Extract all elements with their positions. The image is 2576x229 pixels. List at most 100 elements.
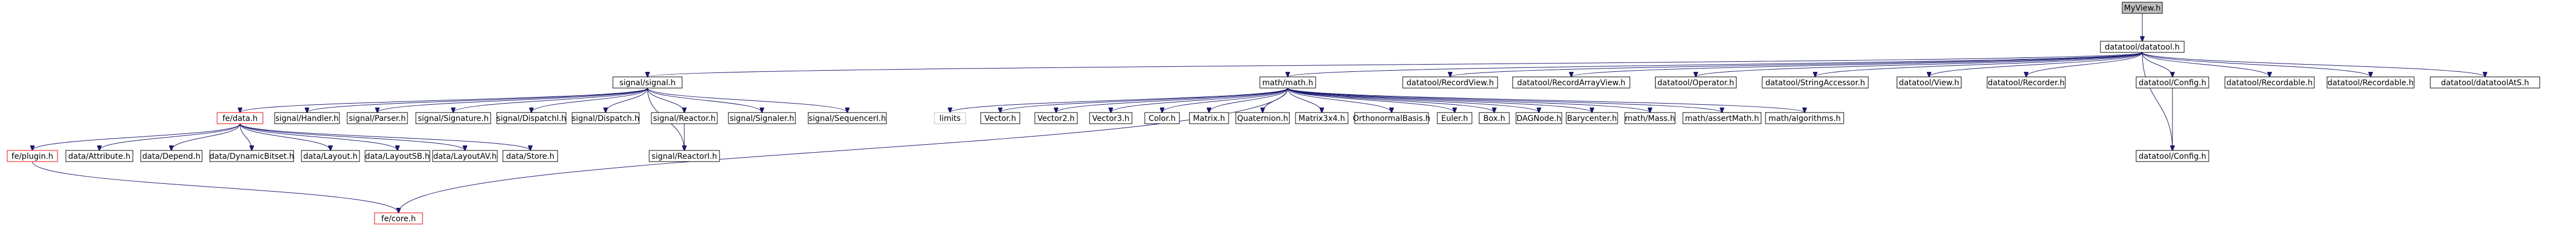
node-math[interactable]: math/math.h [1259, 76, 1316, 89]
node-reactori[interactable]: signal/ReactorI.h [649, 150, 720, 162]
node-box[interactable] [649, 150, 720, 162]
node-assertmath[interactable]: math/assertMath.h [1682, 112, 1762, 124]
node-sigsignature[interactable]: signal/Signature.h [415, 112, 491, 124]
node-ddynbitset[interactable]: data/DynamicBitset.h [209, 150, 294, 162]
node-box[interactable] [1089, 112, 1133, 124]
node-box[interactable] [1235, 112, 1290, 124]
node-mathmass[interactable]: math/Mass.h [1624, 112, 1676, 124]
node-box[interactable] [1144, 112, 1180, 124]
node-box[interactable] [651, 112, 718, 124]
node-box[interactable] [65, 150, 133, 162]
node-box[interactable] [2430, 76, 2540, 89]
node-box[interactable] [1762, 76, 1869, 89]
node-box[interactable] [209, 150, 294, 162]
node-dlayoutsb[interactable]: data/LayoutSB.h [364, 150, 430, 162]
node-box[interactable] [432, 150, 498, 162]
node-vector[interactable]: Vector.h [980, 112, 1020, 124]
node-box[interactable] [1624, 112, 1676, 124]
node-stringaccessor[interactable]: datatool/StringAccessor.h [1762, 76, 1869, 89]
node-fedata[interactable]: fe/data.h [217, 112, 263, 124]
node-box[interactable] [217, 112, 263, 124]
node-recordview[interactable]: datatool/RecordView.h [1402, 76, 1498, 89]
node-box[interactable] [274, 112, 340, 124]
node-box[interactable] [808, 112, 887, 124]
node-box[interactable] [1437, 112, 1472, 124]
node-dlayoutav[interactable]: data/LayoutAV.h [432, 150, 498, 162]
node-box[interactable] [1987, 76, 2066, 89]
node-box[interactable] [2224, 76, 2315, 89]
node-fecore[interactable]: fe/core.h [374, 212, 423, 225]
node-box[interactable] [612, 76, 683, 89]
node-datatoolats[interactable]: datatool/datatoolAtS.h [2430, 76, 2540, 89]
node-operator[interactable]: datatool/Operator.h [1655, 76, 1736, 89]
node-sighandler[interactable]: signal/Handler.h [274, 112, 340, 124]
node-recordable[interactable]: datatool/Recordable.h [2224, 76, 2315, 89]
node-box[interactable] [1515, 112, 1562, 124]
node-limits[interactable]: limits [934, 112, 966, 124]
node-dconfig2[interactable]: datatool/Config.h [2136, 150, 2209, 162]
node-box[interactable] [1655, 76, 1736, 89]
node-dview[interactable]: datatool/View.h [1897, 76, 1961, 89]
node-box[interactable] [374, 212, 423, 225]
node-box[interactable] [2136, 150, 2209, 162]
node-color[interactable]: Color.h [1144, 112, 1180, 124]
node-box[interactable] [301, 150, 360, 162]
node-box[interactable] [572, 112, 640, 124]
node-box[interactable] [1034, 112, 1078, 124]
node-box[interactable] [980, 112, 1020, 124]
node-recorder[interactable]: datatool/Recorder.h [1987, 76, 2066, 89]
node-box[interactable] [1566, 112, 1618, 124]
node-box[interactable] [502, 150, 558, 162]
node-box[interactable] [1402, 76, 1498, 89]
node-signalerh[interactable]: signal/Signaler.h [728, 112, 796, 124]
node-matrix3x4[interactable]: Matrix3x4.h [1295, 112, 1349, 124]
node-box[interactable] [1479, 112, 1510, 124]
node-box[interactable] [1512, 76, 1630, 89]
node-box[interactable] [728, 112, 796, 124]
node-sigdispatch[interactable]: signal/Dispatch.h [572, 112, 640, 124]
node-box[interactable] [2326, 76, 2415, 89]
node-algorithms[interactable]: math/algorithms.h [1765, 112, 1844, 124]
node-box[interactable] [1682, 112, 1762, 124]
node-box[interactable]: Box.h [1479, 112, 1510, 124]
node-ddepend[interactable]: data/Depend.h [140, 150, 203, 162]
node-datatool[interactable]: datatool/datatool.h [2100, 41, 2185, 53]
node-sigdispatchi[interactable]: signal/Dispatchl.h [496, 112, 567, 124]
node-box[interactable] [415, 112, 491, 124]
node-euler[interactable]: Euler.h [1437, 112, 1472, 124]
node-dconfig[interactable]: datatool/Config.h [2136, 76, 2209, 89]
node-box[interactable] [1295, 112, 1349, 124]
node-box[interactable] [2136, 76, 2209, 89]
node-box[interactable] [934, 112, 966, 124]
node-orthonormal[interactable]: OrthonormalBasis.h [1353, 112, 1431, 124]
node-box[interactable] [496, 112, 567, 124]
node-box[interactable] [2100, 41, 2185, 53]
node-dstore[interactable]: data/Store.h [502, 150, 558, 162]
node-recordarrayview[interactable]: datatool/RecordArrayView.h [1512, 76, 1630, 89]
node-box[interactable] [1259, 76, 1316, 89]
node-dagnode[interactable]: DAGNode.h [1515, 112, 1562, 124]
node-box[interactable] [364, 150, 430, 162]
node-dlayout[interactable]: data/Layout.h [301, 150, 360, 162]
node-feplugin[interactable]: fe/plugin.h [7, 150, 58, 162]
node-sigsequencer[interactable]: signal/SequencerI.h [808, 112, 887, 124]
node-box[interactable] [1189, 112, 1229, 124]
node-box[interactable] [1897, 76, 1961, 89]
node-sigparser[interactable]: signal/Parser.h [347, 112, 408, 124]
node-vector3[interactable]: Vector3.h [1089, 112, 1133, 124]
node-box[interactable] [2122, 2, 2163, 14]
node-barycenter[interactable]: Barycenter.h [1566, 112, 1618, 124]
node-box[interactable] [140, 150, 203, 162]
node-myview[interactable]: MyView.h [2122, 2, 2163, 14]
node-dattribute[interactable]: data/Attribute.h [65, 150, 133, 162]
node-matrix[interactable]: Matrix.h [1189, 112, 1229, 124]
node-box[interactable] [347, 112, 408, 124]
node-signal[interactable]: signal/signal.h [612, 76, 683, 89]
node-vector2[interactable]: Vector2.h [1034, 112, 1078, 124]
node-quaternion[interactable]: Quaternion.h [1235, 112, 1290, 124]
node-box[interactable] [1765, 112, 1844, 124]
node-box[interactable] [7, 150, 58, 162]
node-recordable2[interactable]: datatool/Recordable.h [2326, 76, 2415, 89]
node-sigreactor[interactable]: signal/Reactor.h [651, 112, 718, 124]
node-box[interactable] [1354, 112, 1429, 124]
